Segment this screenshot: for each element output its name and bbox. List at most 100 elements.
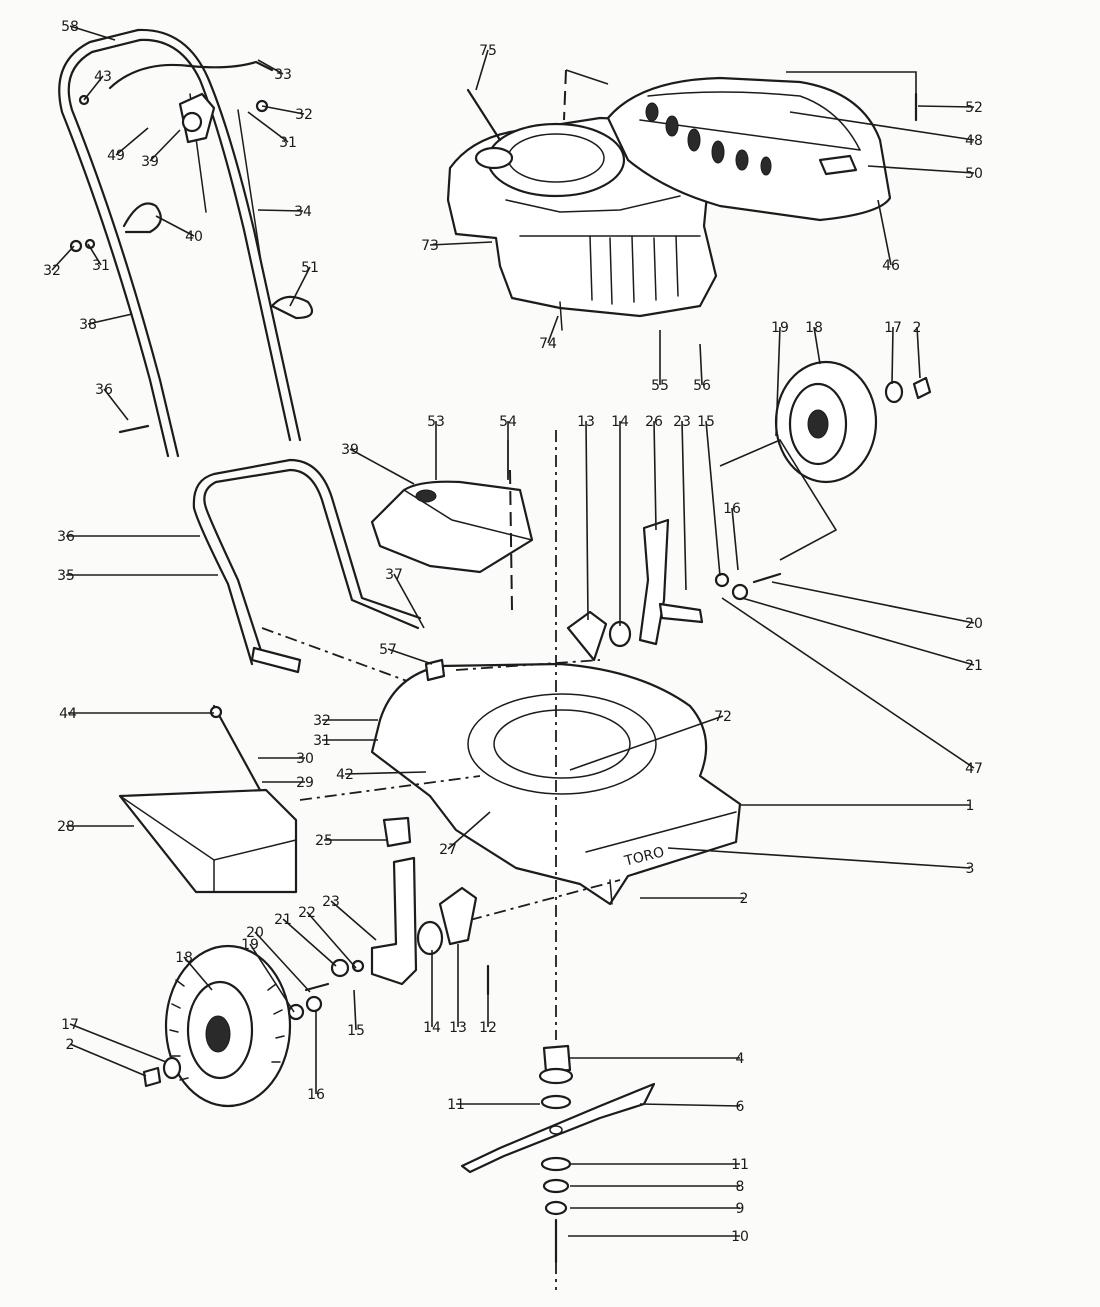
cable-clip-40 — [122, 202, 162, 234]
callout-label-c36a: 36 — [95, 382, 113, 398]
callout-label-c33: 33 — [274, 67, 292, 83]
leader-line-c51 — [289, 266, 311, 307]
callout-label-c19a: 19 — [771, 320, 789, 336]
callout-label-c32c: 32 — [313, 713, 331, 729]
leader-line-c39b — [349, 448, 415, 485]
cable-tie-51 — [270, 295, 314, 320]
leader-line-c57 — [387, 648, 433, 665]
leader-line-c73 — [429, 241, 493, 246]
leader-line-c33 — [257, 59, 284, 75]
bolt-20 — [752, 572, 782, 584]
callout-label-c42: 42 — [336, 767, 354, 783]
leader-line-c13a — [585, 420, 589, 621]
callout-label-c44: 44 — [59, 706, 77, 722]
callout-label-c32a: 32 — [295, 107, 313, 123]
callout-label-c13a: 13 — [577, 414, 595, 430]
axle-23 — [658, 602, 704, 624]
leader-line-c19b — [249, 943, 295, 1013]
callout-label-c27: 27 — [439, 842, 457, 858]
leader-line-c74 — [547, 315, 559, 344]
leader-line-c72 — [569, 715, 724, 771]
callout-label-c43: 43 — [94, 69, 112, 85]
callout-label-c16b: 16 — [307, 1087, 325, 1103]
washer-11-bottom — [540, 1156, 572, 1172]
callout-label-c11a: 11 — [447, 1097, 465, 1113]
leader-line-c18a — [813, 326, 821, 365]
leader-line-c48 — [789, 111, 975, 141]
callout-label-c54: 54 — [499, 414, 517, 430]
leader-line-c3 — [667, 847, 971, 869]
leader-line-c18b — [183, 956, 213, 991]
callout-label-c31a: 31 — [279, 135, 297, 151]
callout-label-c23a: 23 — [673, 414, 691, 430]
callout-label-c8: 8 — [736, 1179, 745, 1195]
engine-cover — [606, 76, 892, 222]
washer-21-left — [330, 958, 350, 978]
lower-handle — [192, 458, 422, 674]
callout-label-c19b: 19 — [241, 937, 259, 953]
spacer-15 — [714, 572, 730, 588]
callout-label-c17a: 17 — [884, 320, 902, 336]
callout-label-c16a: 16 — [723, 501, 741, 517]
callout-label-c30: 30 — [296, 751, 314, 767]
discharge-chute — [118, 788, 298, 894]
leader-line-c36a — [103, 388, 129, 421]
adjuster-plate-13 — [566, 610, 608, 662]
wheel-right — [774, 360, 878, 484]
cap-2-left — [142, 1066, 162, 1088]
lock-washer-9 — [544, 1200, 568, 1216]
callout-label-c56: 56 — [693, 378, 711, 394]
leader-line-c23a — [681, 420, 687, 591]
adjuster-lever-left — [370, 856, 418, 986]
callout-label-c9: 9 — [736, 1201, 745, 1217]
leader-line-c21a — [741, 597, 975, 666]
leader-line-c75 — [475, 49, 489, 91]
callout-label-c72: 72 — [714, 709, 732, 725]
callout-label-c12: 12 — [479, 1020, 497, 1036]
bolt-20-left — [304, 982, 330, 992]
callout-label-c55: 55 — [651, 378, 669, 394]
leader-line-c56 — [699, 343, 703, 386]
callout-label-c22: 22 — [298, 905, 316, 921]
callout-label-c35: 35 — [57, 568, 75, 584]
leader-line-c20a — [771, 581, 975, 624]
leader-line-c50 — [867, 165, 975, 174]
callout-label-c73: 73 — [421, 238, 439, 254]
callout-label-c11b: 11 — [731, 1157, 749, 1173]
callout-label-c2c: 2 — [66, 1037, 75, 1053]
callout-label-c49: 49 — [107, 148, 125, 164]
callout-label-c32b: 32 — [43, 263, 61, 279]
callout-label-c52: 52 — [965, 100, 983, 116]
callout-label-c20b: 20 — [246, 925, 264, 941]
callout-label-c46: 46 — [882, 258, 900, 274]
callout-label-c50: 50 — [965, 166, 983, 182]
callout-label-c36b: 36 — [57, 529, 75, 545]
callout-label-c47: 47 — [965, 761, 983, 777]
leader-line-c21b — [282, 918, 337, 967]
washer-8 — [542, 1178, 570, 1194]
leader-line-c2a — [916, 326, 921, 379]
clip-57 — [424, 658, 446, 682]
callout-label-c25: 25 — [315, 833, 333, 849]
washer-11-top — [540, 1094, 572, 1110]
leader-line-c17a — [891, 326, 894, 385]
washer-21 — [731, 583, 749, 601]
callout-label-c38: 38 — [79, 317, 97, 333]
callout-label-c26: 26 — [645, 414, 663, 430]
callout-label-c1: 1 — [966, 798, 975, 814]
leader-line-c16a — [731, 507, 739, 571]
leader-line-c46 — [877, 199, 892, 266]
leader-line-c19a — [775, 326, 781, 437]
leader-line-c26 — [653, 420, 657, 531]
callout-label-c3: 3 — [966, 861, 975, 877]
leader-line-c31a — [247, 111, 289, 143]
callout-label-c57: 57 — [379, 642, 397, 658]
callout-label-c39b: 39 — [341, 442, 359, 458]
leader-line-c32a — [261, 105, 305, 115]
callout-label-c2b: 2 — [740, 891, 749, 907]
leader-line-c42 — [344, 771, 427, 775]
callout-label-c34: 34 — [294, 204, 312, 220]
upper-handle — [58, 28, 302, 458]
